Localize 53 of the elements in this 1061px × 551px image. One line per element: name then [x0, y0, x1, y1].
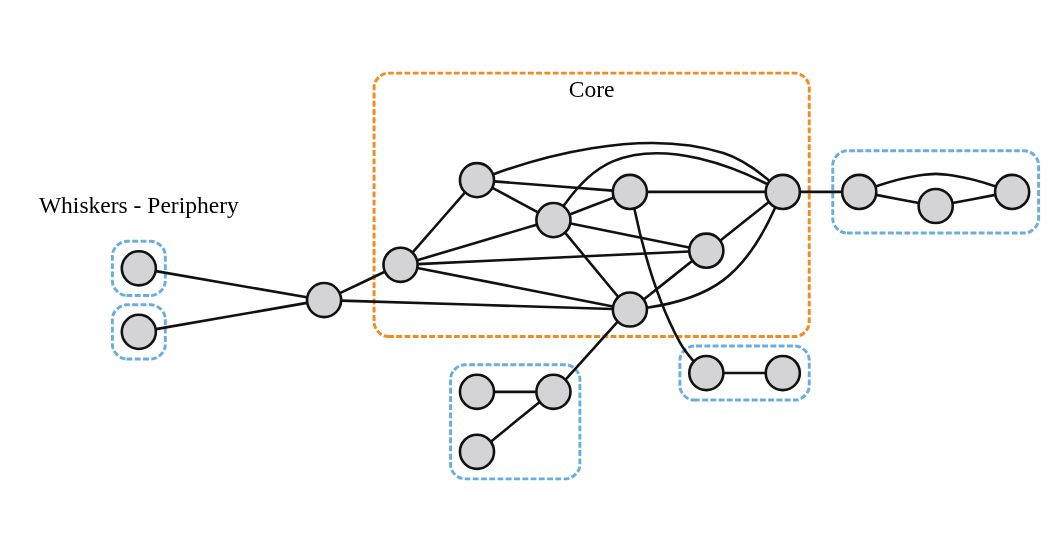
- node-circle: [611, 173, 649, 210]
- connector: [411, 191, 466, 253]
- connector: [155, 269, 308, 299]
- connector: [417, 249, 690, 265]
- connector: [875, 193, 920, 204]
- cluster: [110, 239, 167, 297]
- connector: [952, 193, 996, 204]
- connector: [562, 151, 769, 207]
- connector: [800, 190, 842, 193]
- node-circle: [458, 433, 496, 470]
- node-circle: [305, 281, 343, 318]
- connector: [570, 221, 690, 249]
- connector: [564, 320, 619, 381]
- connector: [491, 186, 539, 214]
- node-circle: [917, 187, 955, 224]
- connector: [875, 172, 997, 188]
- connector: [564, 231, 620, 298]
- connector: [417, 266, 614, 308]
- connector: [723, 371, 766, 374]
- connector: [646, 206, 777, 309]
- cluster: [449, 362, 582, 480]
- connector: [643, 259, 694, 300]
- cluster: [110, 302, 167, 360]
- connector: [416, 223, 537, 261]
- connector: [494, 390, 537, 393]
- connector: [155, 301, 308, 330]
- node-circle: [688, 354, 725, 391]
- cluster: [831, 148, 1041, 235]
- connector: [339, 270, 386, 294]
- node-circle: [764, 354, 802, 391]
- cluster: [678, 344, 811, 402]
- node-circle: [611, 290, 649, 328]
- connector: [633, 207, 695, 362]
- node-circle: [688, 231, 725, 269]
- connector: [341, 298, 613, 310]
- node-circle: [993, 173, 1031, 210]
- label: Whiskers - Periphery: [38, 191, 239, 218]
- node-circle: [535, 373, 572, 410]
- connector: [647, 190, 766, 193]
- cluster: Core: [372, 71, 811, 338]
- node-circle: [120, 249, 158, 287]
- node-circle: [120, 313, 158, 350]
- connector: [489, 400, 541, 443]
- node-circle: [764, 173, 802, 210]
- node-circle: [840, 173, 878, 210]
- connector: [493, 141, 771, 182]
- connector: [719, 200, 770, 241]
- node-circle: [458, 161, 496, 198]
- connector: [569, 195, 615, 216]
- node-circle: [458, 373, 496, 410]
- node-circle: [535, 201, 572, 238]
- connector: [494, 179, 613, 192]
- node-circle: [382, 245, 419, 283]
